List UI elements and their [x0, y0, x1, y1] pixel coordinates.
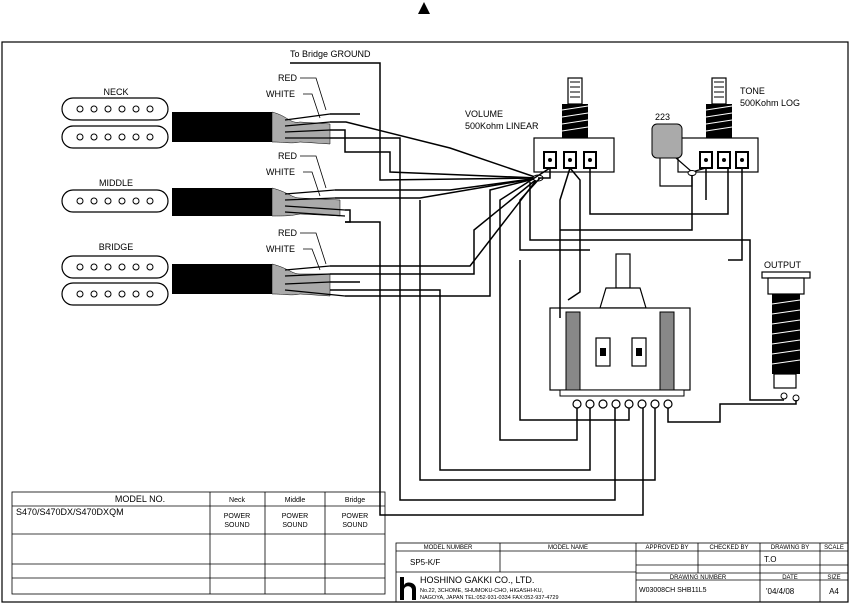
tb-address-line1: No.22, 3CHOME, SHUMOKU-CHO, HIGASHI-KU,: [420, 588, 544, 594]
output-jack: [761, 271, 811, 402]
middle-pickup: [61, 189, 169, 213]
output-label: OUTPUT: [764, 260, 802, 270]
neck-pickup: [61, 97, 169, 149]
bridge-red-label: RED: [278, 228, 298, 238]
capacitor-label: 223: [655, 112, 670, 122]
company-logo-icon: [400, 577, 416, 600]
model-table-header-middle: Middle: [285, 497, 306, 504]
tb-drawing-number: W03008CH SHB11L5: [639, 587, 707, 594]
tb-approved-head: APPROVED BY: [645, 545, 688, 551]
tb-drawing-number-head: DRAWING NUMBER: [670, 575, 727, 581]
bridge-label: BRIDGE: [99, 242, 134, 252]
model-table-header-model: MODEL NO.: [115, 494, 165, 504]
tb-date-head: DATE: [782, 575, 798, 581]
neck-white-label: WHITE: [266, 89, 295, 99]
tb-checked-head: CHECKED BY: [709, 545, 748, 551]
tone-title: TONE: [740, 86, 765, 96]
middle-label: MIDDLE: [99, 178, 133, 188]
volume-title: VOLUME: [465, 109, 503, 119]
tb-scale-head: SCALE: [824, 545, 844, 551]
wiring: [290, 62, 797, 516]
tb-model-name-head: MODEL NAME: [548, 545, 588, 551]
tb-model-number: SP5-K/F: [410, 558, 440, 567]
bridge-white-label: WHITE: [266, 244, 295, 254]
middle-white-label: WHITE: [266, 167, 295, 177]
bridge-cable: [172, 263, 346, 297]
tb-drawing-by-head: DRAWING BY: [771, 545, 809, 551]
model-table-model: S470/S470DX/S470DXQM: [16, 507, 124, 517]
model-table-bridge-line1: POWER: [342, 513, 368, 520]
model-table-header-bridge: Bridge: [345, 497, 365, 504]
neck-cable: [172, 111, 331, 145]
volume-value: 500Kohm LINEAR: [465, 121, 539, 131]
bridge-ground-label: To Bridge GROUND: [290, 49, 371, 59]
model-table-neck-line2: SOUND: [224, 522, 249, 529]
model-table-middle-line2: SOUND: [282, 522, 307, 529]
tb-drawing-by: T.O: [764, 555, 776, 564]
tone-pot: [677, 77, 759, 173]
tone-value: 500Kohm LOG: [740, 98, 800, 108]
model-table-middle-line1: POWER: [282, 513, 308, 520]
middle-cable: [172, 187, 346, 217]
model-table-bridge-line2: SOUND: [342, 522, 367, 529]
tb-model-number-head: MODEL NUMBER: [424, 545, 473, 551]
tb-company: HOSHINO GAKKI CO., LTD.: [420, 575, 534, 585]
tb-size: A4: [829, 587, 839, 596]
volume-pot: [533, 77, 615, 173]
model-table: [11, 491, 386, 595]
tb-address-line2: NAGOYA, JAPAN TEL:052-931-0334 FAX:052-9…: [420, 595, 559, 601]
leader-lines: [300, 77, 327, 271]
bridge-pickup: [61, 255, 169, 306]
tone-capacitor: [651, 123, 707, 187]
model-table-neck-line1: POWER: [224, 513, 250, 520]
tb-size-head: SIZE: [827, 575, 840, 581]
neck-label: NECK: [103, 87, 128, 97]
middle-red-label: RED: [278, 151, 298, 161]
neck-red-label: RED: [278, 73, 298, 83]
orientation-arrow: [418, 2, 430, 14]
model-table-header-neck: Neck: [229, 497, 245, 504]
pickup-selector-switch: [549, 253, 691, 409]
title-block: [395, 542, 849, 603]
tb-date: '04/4/08: [766, 587, 795, 596]
